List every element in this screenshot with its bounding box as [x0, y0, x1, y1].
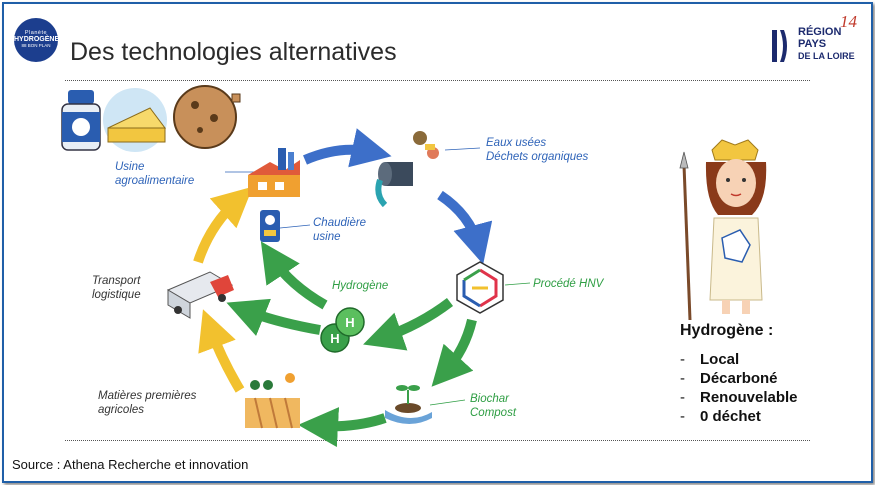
molecule-label-1: H [330, 331, 339, 346]
list-item: -0 déchet [680, 408, 761, 425]
top-divider [65, 80, 810, 81]
molecule-label-2: H [345, 315, 354, 330]
arrow-eaux-to-procede [437, 190, 493, 265]
arrow-procede-to-biochar [431, 318, 477, 387]
list-item: -Renouvelable [680, 389, 798, 406]
boiler-icon [260, 210, 280, 242]
arrow-transport-to-usine [193, 186, 253, 264]
planete-hydrogene-logo: Planète HYDROGÈNE 88 BON PLAN [14, 18, 59, 62]
sprout-in-hand-icon [385, 385, 432, 424]
truck-icon [166, 271, 234, 319]
list-item: -Décarboné [680, 370, 778, 387]
agricultural-field-icon [245, 373, 300, 429]
list-item: -Local [680, 351, 740, 368]
bottom-divider [65, 440, 810, 441]
factory-icon [248, 148, 300, 197]
arrow-procede-to-hydrogene [363, 298, 454, 351]
page-number: 14 [840, 12, 857, 31]
hnv-process-icon [456, 261, 504, 314]
region-logo-mark-icon [772, 30, 787, 62]
arrow-biochar-to-matieres [298, 407, 387, 448]
hydrogen-molecule-icon: H H [320, 307, 365, 353]
milk-bottle-icon [61, 90, 101, 151]
summary-heading: Hydrogène : [680, 322, 774, 339]
summary-list: -Local -Décarboné -Renouvelable -0 déche… [680, 350, 798, 426]
arrow-usine-to-eaux [303, 128, 392, 168]
cookie-icon [173, 85, 241, 149]
label-procede-hnv: Procédé HNV [533, 278, 604, 290]
organic-waste-icon [413, 131, 439, 159]
source-caption: Source : Athena Recherche et innovation [12, 457, 249, 472]
label-hydrogene: Hydrogène [332, 280, 389, 292]
arrow-hydrogene-to-transport [226, 298, 321, 336]
arrow-matieres-to-transport [198, 309, 245, 393]
arrow-hydrogene-to-chaudiere [260, 241, 328, 310]
wastewater-pipe-icon [375, 162, 413, 208]
cheese-icon [103, 88, 167, 152]
slide-title: Des technologies alternatives [70, 38, 397, 66]
athena-character-icon [679, 139, 767, 321]
